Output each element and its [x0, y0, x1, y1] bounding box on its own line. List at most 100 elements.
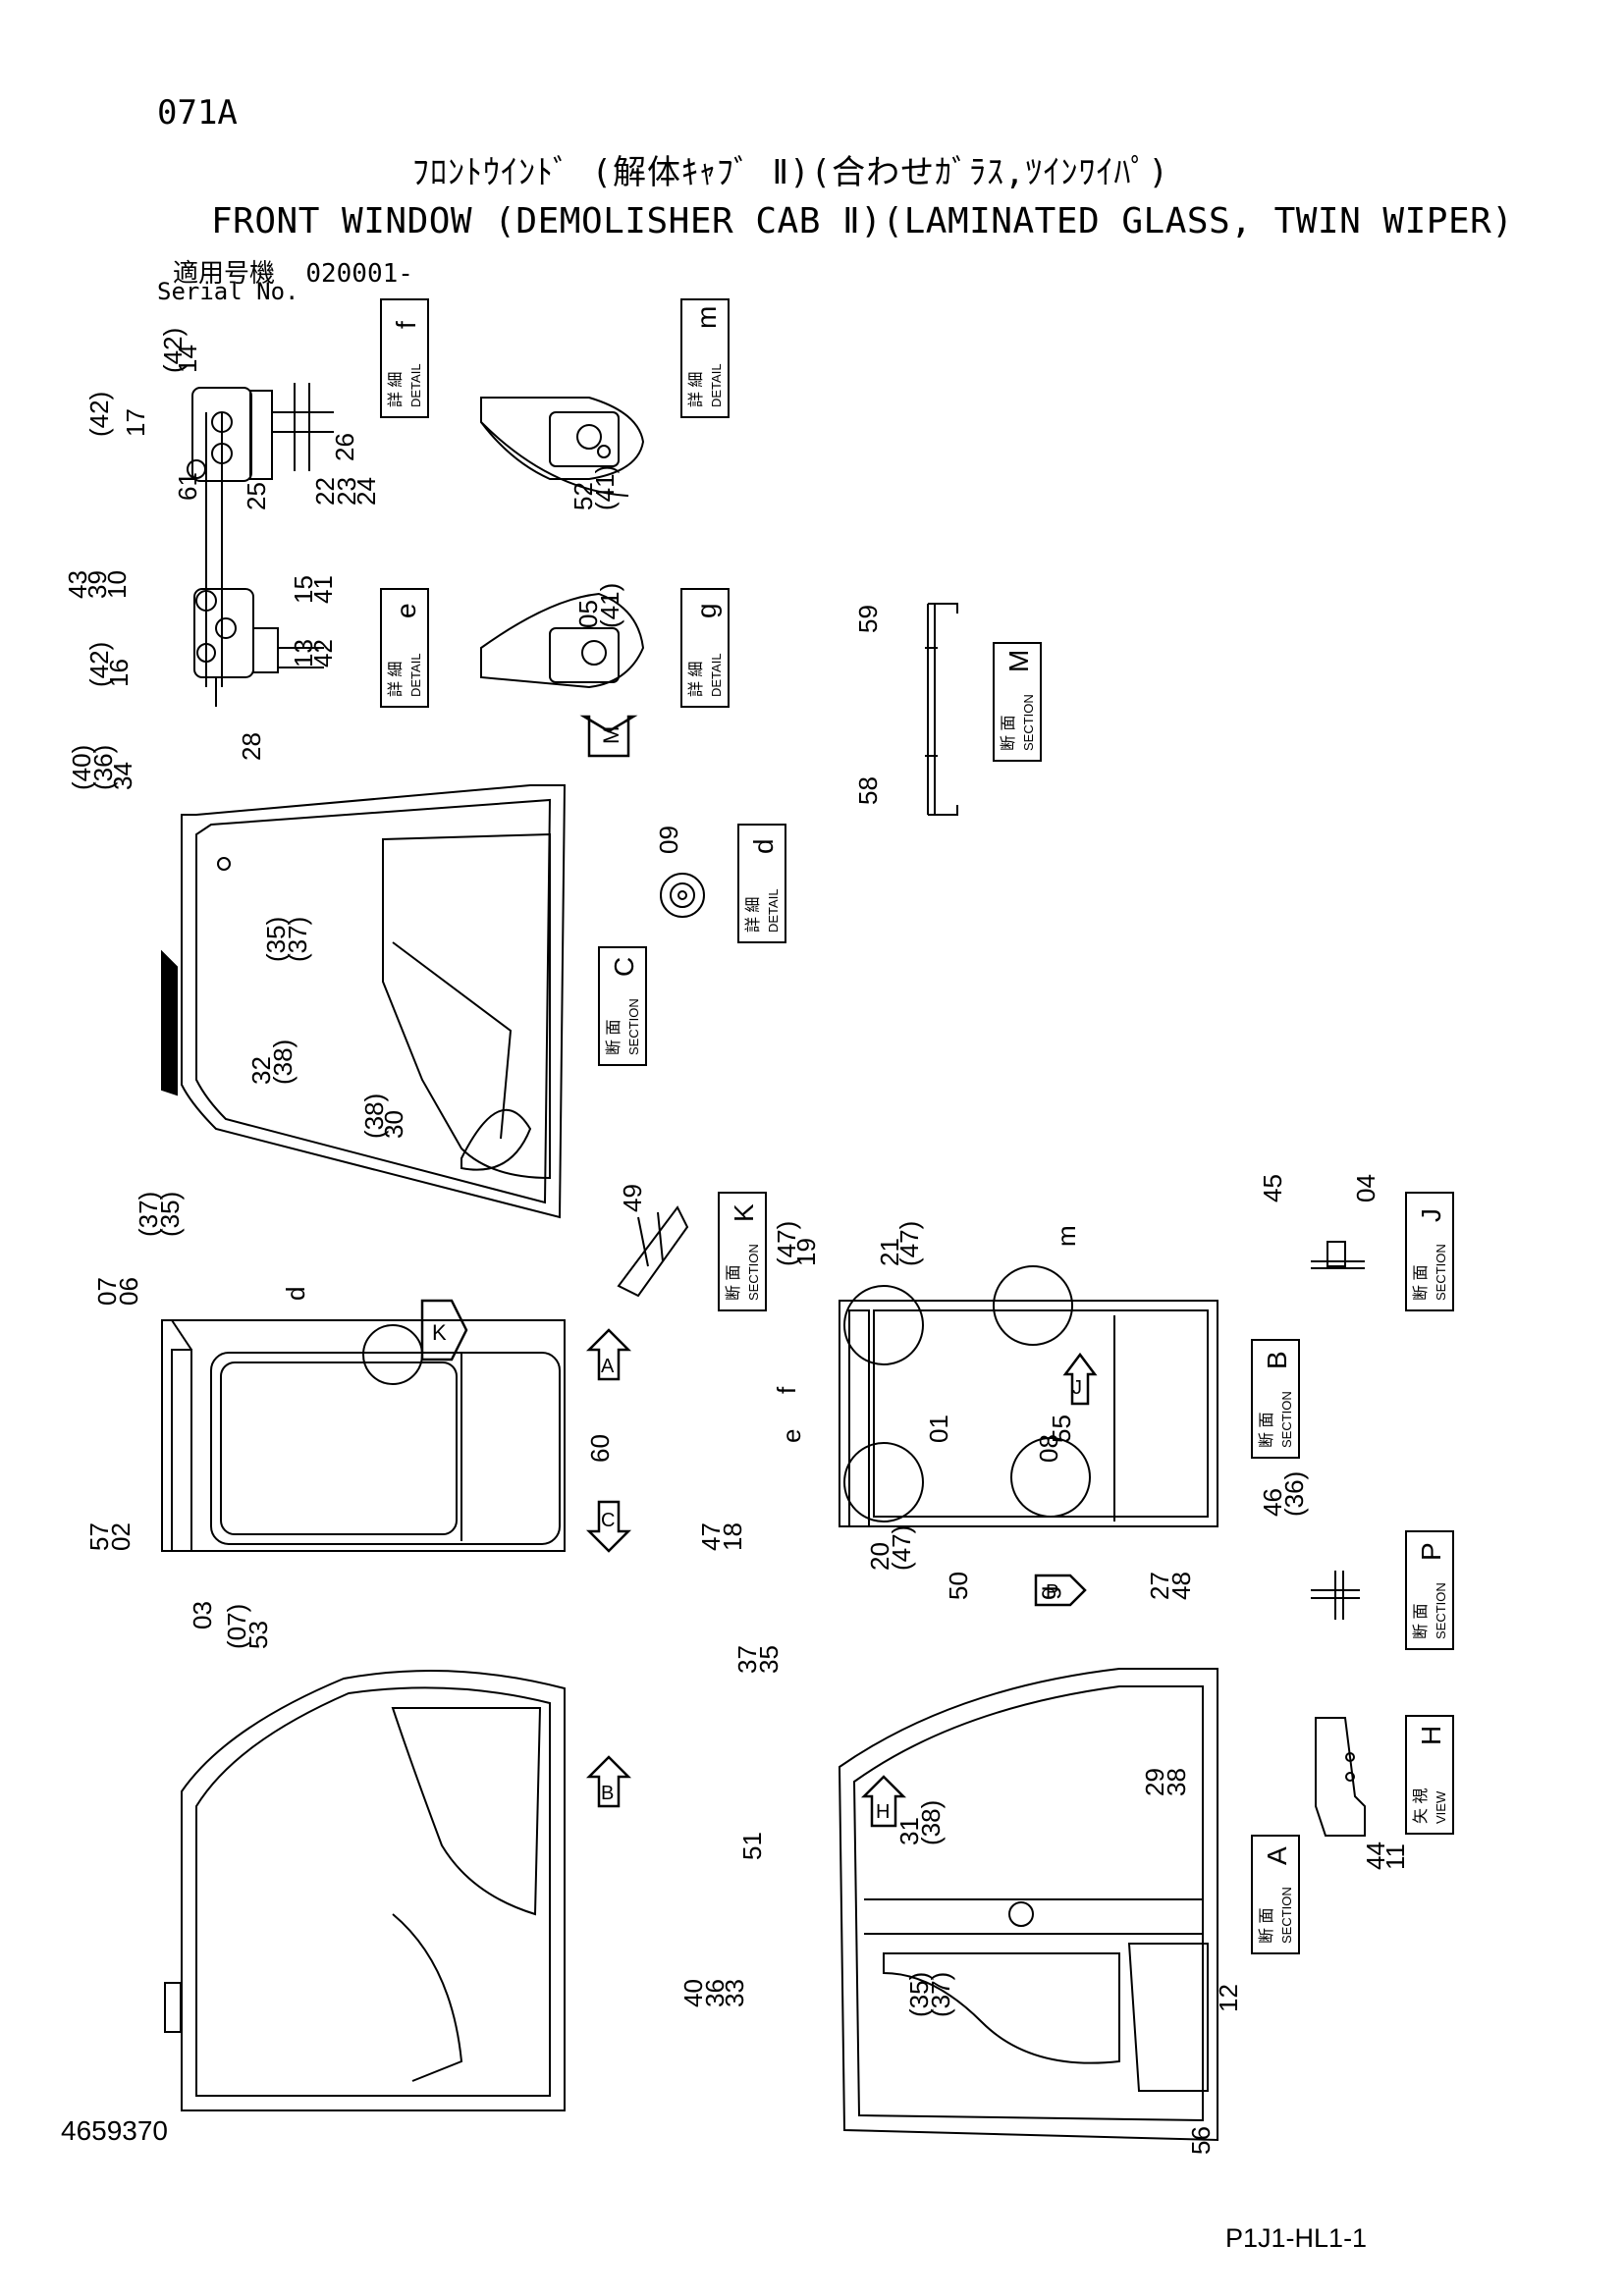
- part-callout: (41): [590, 465, 620, 510]
- label-en: SECTION: [1021, 694, 1036, 751]
- part-callout: 05: [573, 600, 603, 628]
- part-callout: d: [281, 1287, 310, 1301]
- part-callout: 16: [104, 659, 134, 687]
- label-jp: 詳 細: [687, 662, 705, 697]
- label-en: SECTION: [1279, 1391, 1294, 1448]
- part-callout: 39: [82, 570, 112, 599]
- part-callout: 33: [720, 1979, 749, 2007]
- label-en: SECTION: [626, 998, 641, 1055]
- part-callout: 50: [944, 1572, 973, 1600]
- title-japanese: ﾌﾛﾝﾄｳｲﾝﾄﾞ (解体ｷｬﾌﾞ Ⅱ)(合わせｶﾞﾗｽ,ﾂｲﾝﾜｲﾊﾟ): [412, 153, 1170, 192]
- part-callout: (38): [916, 1800, 946, 1845]
- part-callout: 61: [173, 472, 202, 501]
- sheet-code: P1J1-HL1-1: [1225, 2223, 1368, 2253]
- label-jp: 詳 細: [687, 372, 705, 407]
- label-en: SECTION: [746, 1244, 761, 1301]
- part-callout: (38): [268, 1040, 298, 1085]
- part-callout: 56: [1186, 2126, 1216, 2155]
- page-code: 071A: [157, 93, 238, 133]
- part-callout: 27: [1145, 1572, 1174, 1600]
- label-jp: 断 面: [1412, 1604, 1430, 1639]
- label-en: SECTION: [1434, 1582, 1448, 1639]
- label-letter: m: [691, 306, 722, 329]
- label-box-section-c: 断 面 SECTION C: [598, 946, 647, 1066]
- part-callout: 13: [289, 639, 318, 667]
- part-callout: 37: [732, 1645, 762, 1674]
- drawing-number: 4659370: [61, 2115, 169, 2146]
- label-box-section-j: 断 面 SECTION J: [1405, 1192, 1454, 1311]
- label-jp: 詳 細: [744, 897, 762, 933]
- label-letter: g: [691, 603, 722, 618]
- part-callout: 22: [310, 477, 340, 506]
- part-callout: 38: [1162, 1768, 1191, 1796]
- serial-label-english: Serial No.: [157, 278, 299, 305]
- label-box-section-p: 断 面 SECTION P: [1405, 1530, 1454, 1650]
- section-p-drawing: [1311, 1571, 1360, 1620]
- arrow-m-letter: M: [599, 726, 623, 744]
- part-callout: 23: [332, 477, 361, 506]
- label-letter: P: [1416, 1542, 1446, 1561]
- part-callout: 41: [308, 575, 338, 604]
- label-letter: M: [1003, 650, 1034, 672]
- serial-value: 020001-: [305, 259, 413, 289]
- part-callout: 18: [718, 1522, 747, 1551]
- part-callout: 07: [92, 1277, 122, 1306]
- label-en: DETAIL: [766, 888, 781, 933]
- label-en: DETAIL: [408, 653, 423, 697]
- part-callout: 59: [853, 605, 883, 633]
- part-callout: g: [1032, 1586, 1061, 1600]
- part-callout: 15: [289, 575, 318, 604]
- section-a-drawing: [838, 1668, 1218, 2142]
- detail-f-drawing: [187, 383, 334, 687]
- label-jp: 断 面: [1258, 1413, 1275, 1448]
- front-view-left: [161, 1319, 566, 1552]
- part-callout: 48: [1166, 1572, 1196, 1600]
- label-letter: H: [1416, 1726, 1446, 1745]
- label-jp: 断 面: [1258, 1908, 1275, 1944]
- part-callout: 47: [696, 1522, 726, 1551]
- part-callout: 06: [114, 1277, 143, 1306]
- label-box-section-b: 断 面 SECTION B: [1251, 1339, 1300, 1459]
- part-callout: (41): [595, 583, 624, 628]
- label-jp: 矢 視: [1412, 1789, 1430, 1824]
- part-callout: 55: [1047, 1415, 1076, 1443]
- part-callout: 14: [173, 345, 202, 373]
- arrow-c: [585, 1500, 632, 1553]
- part-callout: 25: [242, 482, 271, 510]
- part-callout: 03: [188, 1601, 217, 1629]
- part-callout: (36): [1279, 1471, 1309, 1517]
- view-h-drawing: [1315, 1717, 1366, 1837]
- part-callout: 51: [737, 1832, 767, 1860]
- part-callout: f: [772, 1386, 801, 1394]
- section-b-drawing: [164, 1670, 566, 2111]
- part-callout: (37): [134, 1192, 163, 1237]
- part-callout: 08: [1034, 1434, 1063, 1463]
- part-callout: 09: [654, 826, 683, 854]
- direction-arrows: M K A C J P B H: [420, 715, 1098, 1828]
- arrow-p-letter: P: [1046, 1581, 1058, 1603]
- part-callout: 52: [568, 482, 598, 510]
- part-callout: 36: [700, 1979, 730, 2007]
- label-box-detail-e: 詳 細 DETAIL e: [380, 588, 429, 708]
- label-letter: A: [1262, 1846, 1292, 1865]
- arrow-m: [579, 715, 638, 758]
- part-callout: 11: [1380, 1843, 1410, 1870]
- label-en: SECTION: [1434, 1244, 1448, 1301]
- arrow-b: [585, 1755, 632, 1808]
- part-callout: 45: [1258, 1174, 1287, 1202]
- part-callout: 35: [754, 1645, 784, 1674]
- part-callout: 31: [894, 1817, 924, 1845]
- label-box-section-m: 断 面 SECTION M: [993, 642, 1042, 762]
- part-callout: 26: [330, 433, 359, 461]
- label-letter: d: [748, 838, 779, 854]
- part-callout: 04: [1351, 1174, 1380, 1202]
- detail-g-drawing: [480, 592, 645, 689]
- part-callout: (07): [222, 1604, 251, 1649]
- part-callout: m: [1052, 1225, 1081, 1247]
- label-letter: K: [729, 1203, 759, 1222]
- section-m-drawing: [925, 603, 958, 816]
- part-callout: (36): [88, 745, 118, 790]
- part-callout: (38): [359, 1094, 389, 1139]
- part-callout: 12: [1214, 1984, 1243, 2012]
